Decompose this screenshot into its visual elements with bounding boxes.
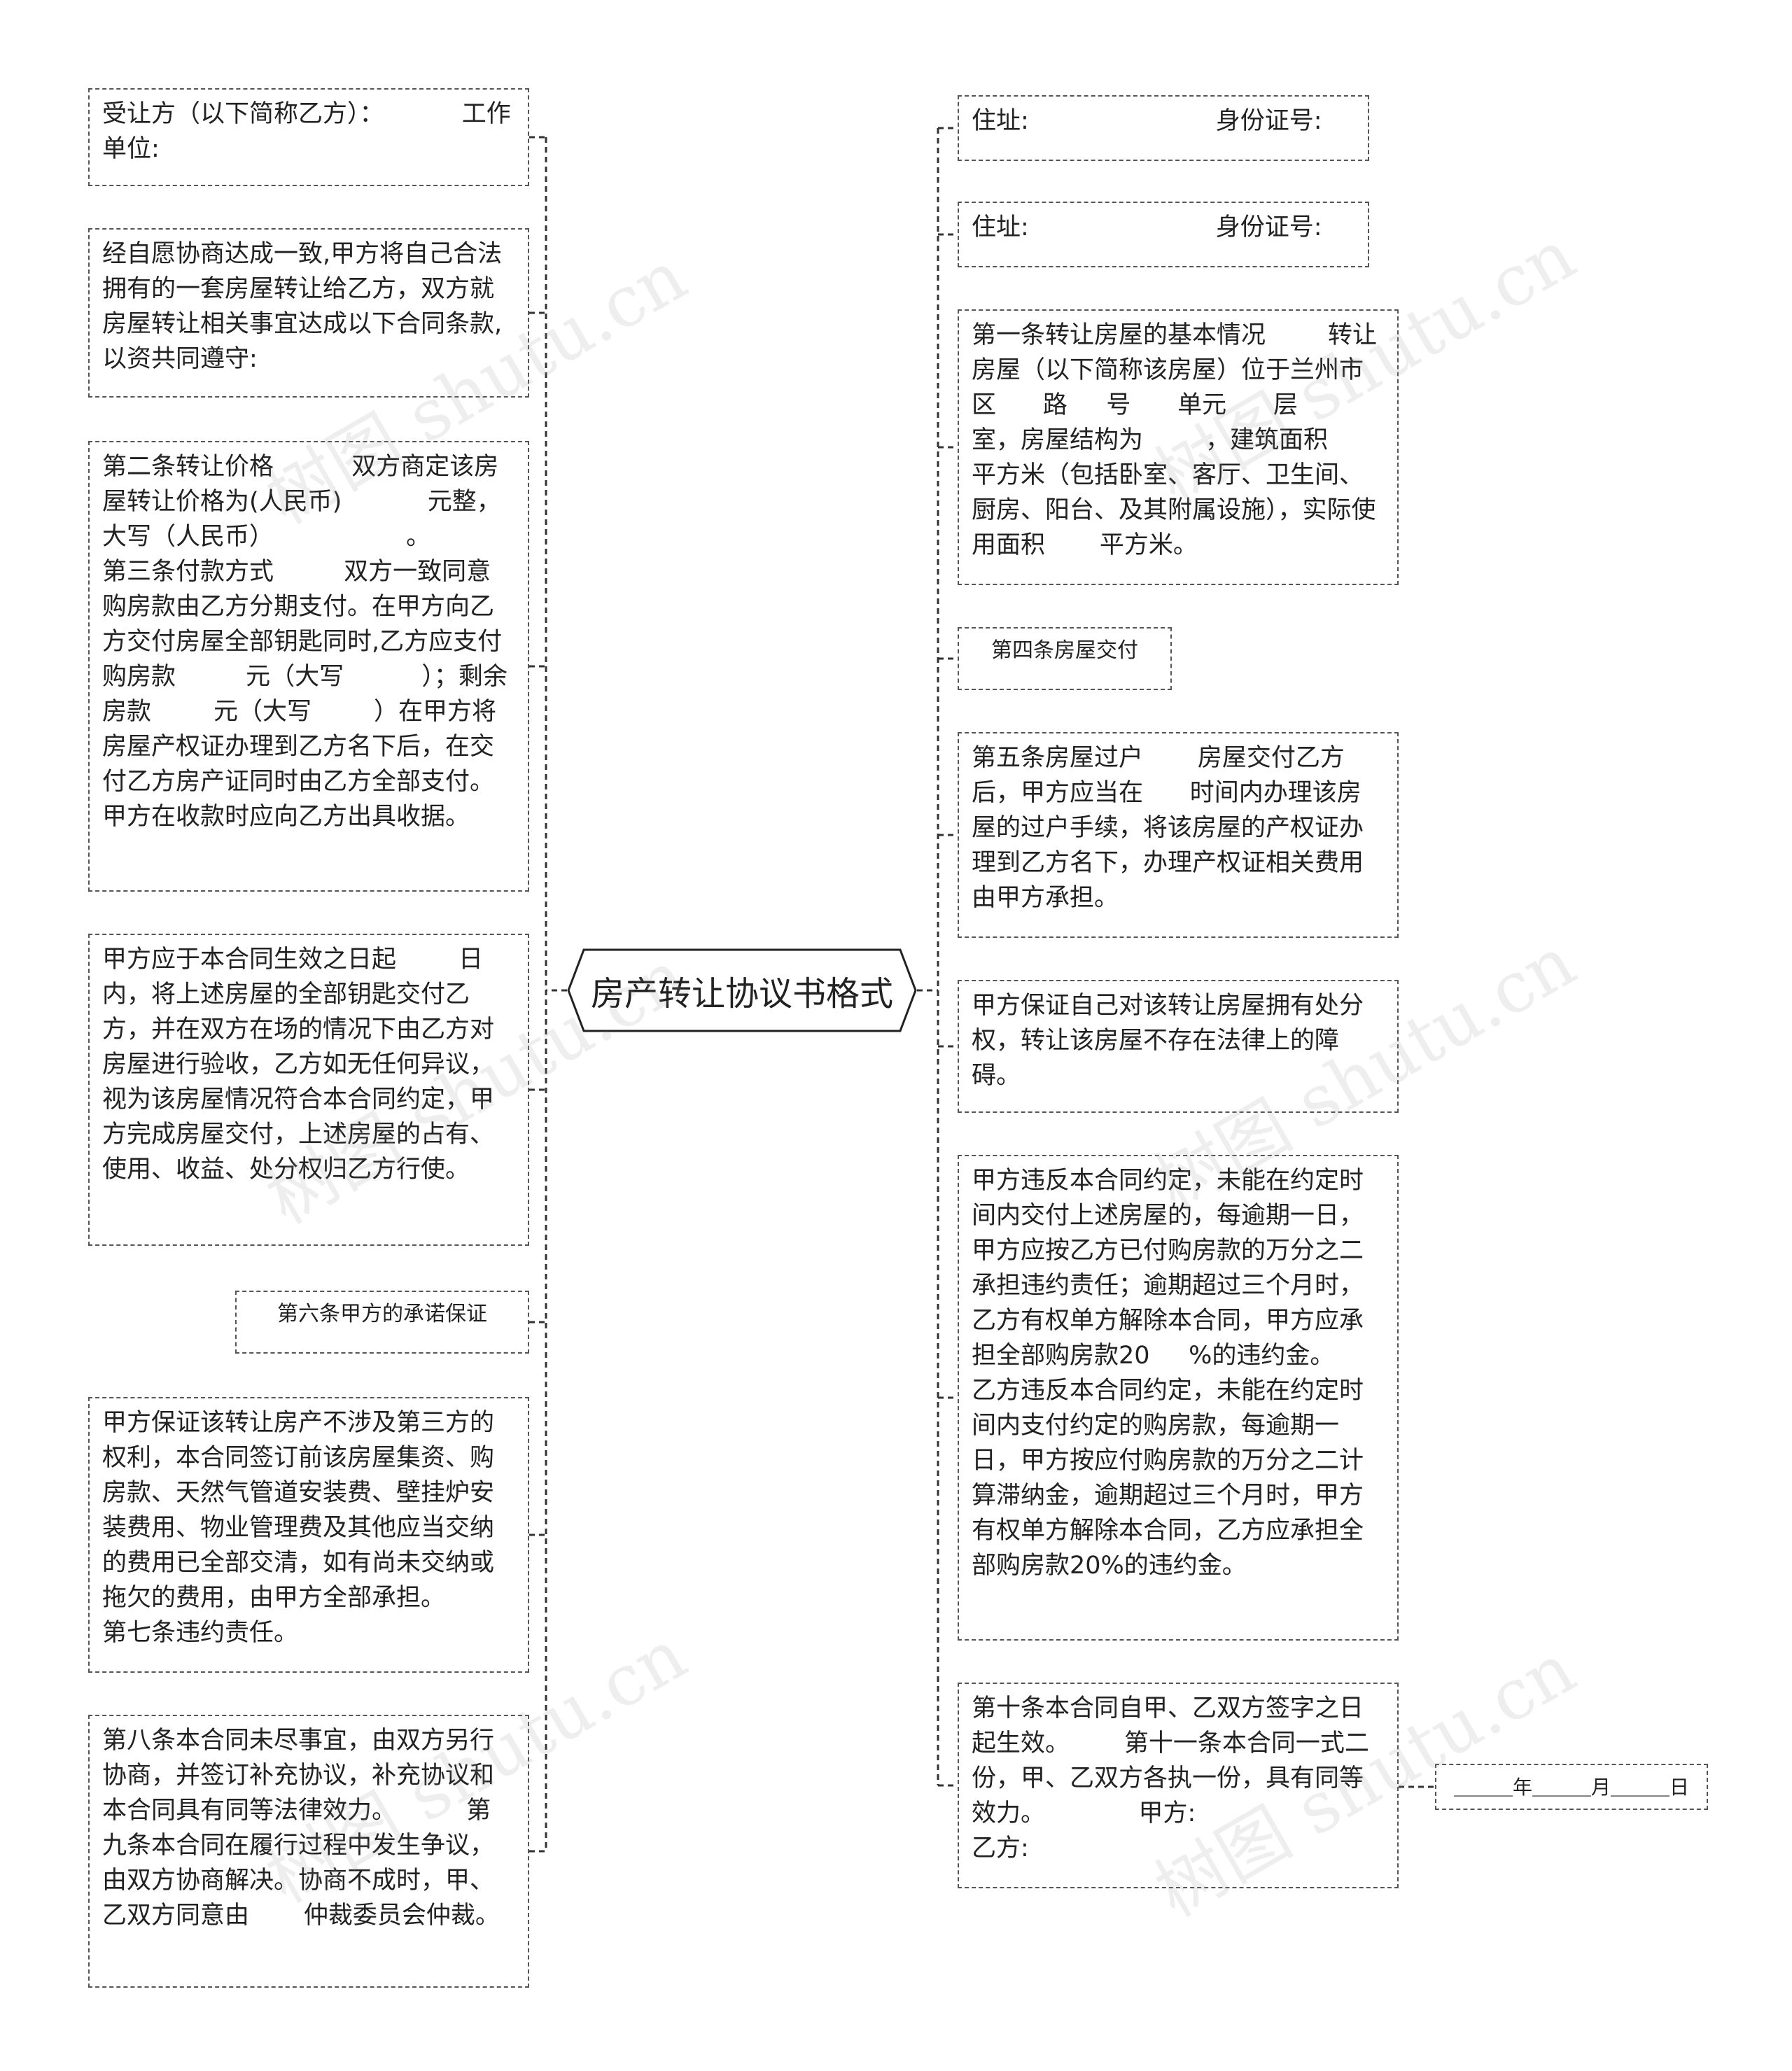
topic-node-articles-8-9[interactable]: 第八条本合同未尽事宜，由双方另行协商，并签订补充协议，补充协议和本合同具有同等法… — [88, 1715, 529, 1988]
topic-node-article-10-11[interactable]: 第十条本合同自甲、乙双方签字之日起生效。 第十一条本合同一式二份，甲、乙双方各执… — [958, 1683, 1399, 1888]
topic-node-article-1[interactable]: 第一条转让房屋的基本情况 转让房屋（以下简称该房屋）位于兰州市 区 路 号 单元… — [958, 309, 1399, 585]
topic-node-breach[interactable]: 甲方违反本合同约定，未能在约定时间内交付上述房屋的，每逾期一日，甲方应按乙方已付… — [958, 1155, 1399, 1641]
central-topic[interactable]: 房产转让协议书格式 — [567, 948, 917, 1032]
topic-node-key-delivery[interactable]: 甲方应于本合同生效之日起 日内，将上述房屋的全部钥匙交付乙方，并在双方在场的情况… — [88, 934, 529, 1246]
topic-node-price-payment[interactable]: 第二条转让价格 双方商定该房屋转让价格为(人民币) 元整，大写（人民币） 。 第… — [88, 441, 529, 892]
topic-node-address-1[interactable]: 住址: 身份证号: — [958, 95, 1369, 161]
topic-node-guarantee[interactable]: 甲方保证该转让房产不涉及第三方的权利，本合同签订前该房屋集资、购房款、天然气管道… — [88, 1397, 529, 1673]
topic-node-disposal-right[interactable]: 甲方保证自己对该转让房屋拥有处分权，转让该房屋不存在法律上的障碍。 — [958, 980, 1399, 1113]
topic-node-article-6[interactable]: 第六条甲方的承诺保证 — [235, 1291, 529, 1354]
topic-node-preamble[interactable]: 经自愿协商达成一致,甲方将自己合法拥有的一套房屋转让给乙方，双方就房屋转让相关事… — [88, 228, 529, 398]
topic-node-article-4[interactable]: 第四条房屋交付 — [958, 627, 1172, 690]
topic-node-address-2[interactable]: 住址: 身份证号: — [958, 202, 1369, 267]
topic-node-assignee[interactable]: 受让方（以下简称乙方）： 工作单位: — [88, 88, 529, 186]
central-topic-label: 房产转让协议书格式 — [590, 974, 893, 1013]
topic-node-article-5[interactable]: 第五条房屋过户 房屋交付乙方后，甲方应当在 时间内办理该房屋的过户手续，将该房屋… — [958, 732, 1399, 938]
topic-node-date[interactable]: ＿＿＿年＿＿＿月＿＿＿日 — [1435, 1764, 1708, 1810]
central-topic-shape — [567, 948, 917, 1032]
